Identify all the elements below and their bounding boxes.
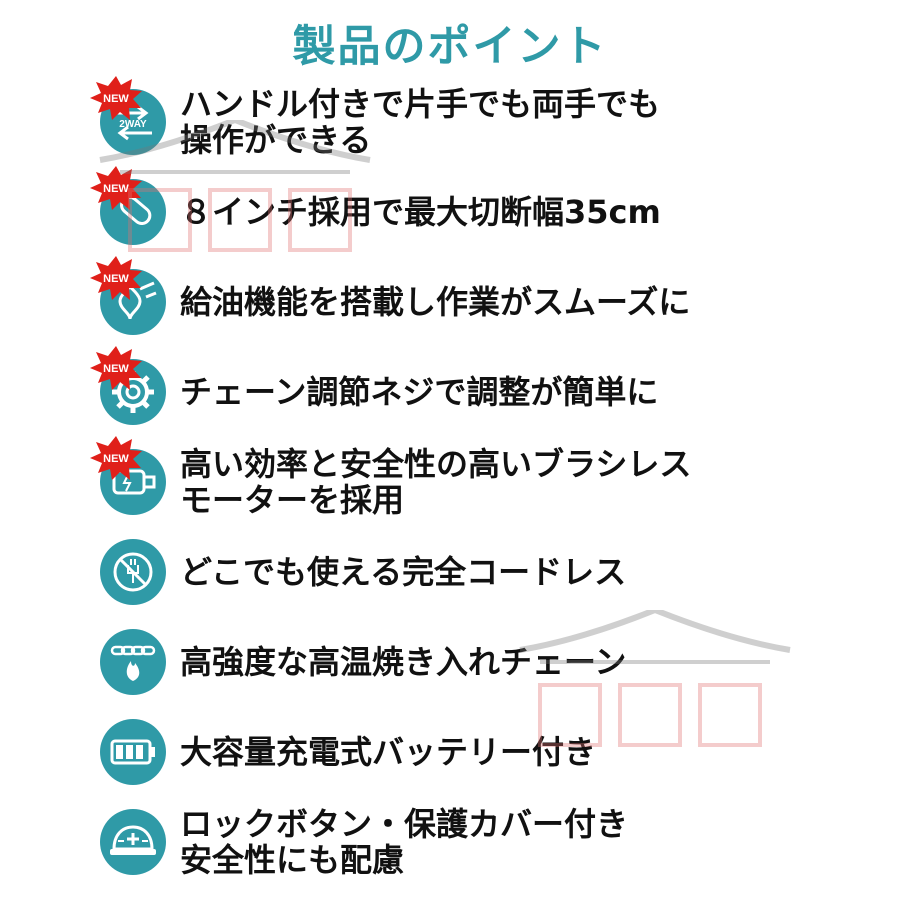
feature-text: どこでも使える完全コードレス	[180, 553, 627, 591]
page-title: 製品のポイント	[292, 22, 608, 72]
two-way-label: 2WAY	[119, 119, 147, 130]
feature-item: 2WAY NEW ハンドル付きで片手でも両手でも 操作ができる	[0, 76, 900, 162]
feature-item: 高強度な高温焼き入れチェーン	[0, 622, 900, 702]
feature-item: どこでも使える完全コードレス	[0, 532, 900, 612]
new-badge: NEW	[90, 346, 142, 390]
new-badge: NEW	[90, 256, 142, 300]
feature-text: 高強度な高温焼き入れチェーン	[180, 643, 627, 681]
feature-text: 高い効率と安全性の高いブラシレス モーターを採用	[180, 445, 692, 519]
feature-text: ハンドル付きで片手でも両手でも 操作ができる	[180, 85, 661, 159]
feature-item: NEW 高い効率と安全性の高いブラシレス モーターを採用	[0, 436, 900, 522]
new-badge: NEW	[90, 76, 142, 120]
feature-item: NEW チェーン調節ネジで調整が簡単に	[0, 346, 900, 432]
new-badge: NEW	[90, 166, 142, 210]
svg-text:NEW: NEW	[103, 363, 129, 375]
feature-text: チェーン調節ネジで調整が簡単に	[180, 373, 659, 411]
feature-item: NEW ８インチ採用で最大切断幅35cm	[0, 166, 900, 252]
feature-text: ロックボタン・保護カバー付き 安全性にも配慮	[180, 805, 629, 879]
feature-item: ロックボタン・保護カバー付き 安全性にも配慮	[0, 802, 900, 882]
feature-text: 給油機能を搭載し作業がスムーズに	[180, 283, 691, 321]
svg-text:NEW: NEW	[103, 183, 129, 195]
new-badge: NEW	[90, 436, 142, 480]
safety-helmet-icon	[100, 809, 166, 875]
svg-text:NEW: NEW	[103, 93, 129, 105]
feature-item: 大容量充電式バッテリー付き	[0, 712, 900, 792]
svg-text:NEW: NEW	[103, 453, 129, 465]
chain-flame-icon	[100, 629, 166, 695]
feature-text: 大容量充電式バッテリー付き	[180, 733, 597, 771]
no-cord-icon	[100, 539, 166, 605]
battery-icon	[100, 719, 166, 785]
feature-text: ８インチ採用で最大切断幅35cm	[180, 193, 661, 231]
svg-text:NEW: NEW	[103, 273, 129, 285]
feature-item: NEW 給油機能を搭載し作業がスムーズに	[0, 256, 900, 342]
